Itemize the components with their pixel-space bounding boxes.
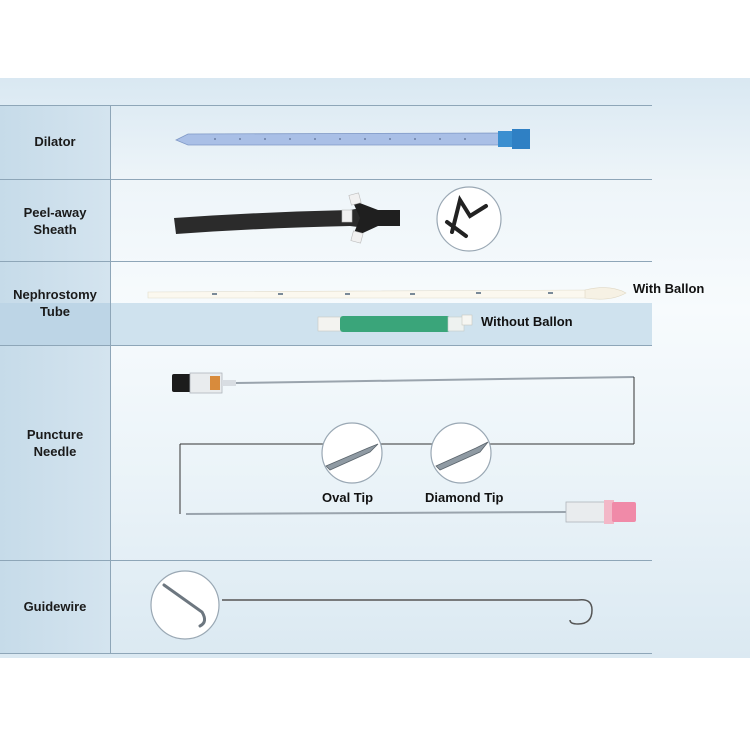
diamond-tip-label: Diamond Tip xyxy=(425,490,504,505)
row-divider xyxy=(0,179,652,180)
column-divider xyxy=(110,105,111,653)
row-divider xyxy=(0,261,652,262)
row-label-nephrostomy-tube: Nephrostomy Tube xyxy=(13,287,97,319)
product-panel xyxy=(0,78,750,658)
row-divider xyxy=(0,560,652,561)
guidewire-image xyxy=(150,570,593,640)
oval-tip-label: Oval Tip xyxy=(322,490,374,505)
nephrostomy-tube-with-balloon-image xyxy=(147,287,627,300)
row-label-peel-away-sheath: Peel-away Sheath xyxy=(23,205,87,237)
row-divider xyxy=(0,345,652,346)
label-column xyxy=(0,105,110,653)
nephrostomy-tube-without-balloon-image xyxy=(317,314,473,332)
oval-tip-detail xyxy=(321,422,383,484)
row-label-dilator: Dilator xyxy=(34,134,76,149)
row-divider xyxy=(0,653,652,654)
diamond-tip-detail xyxy=(430,422,492,484)
with-balloon-label: With Ballon xyxy=(633,281,705,296)
puncture-needle-top-image xyxy=(172,372,635,394)
row-divider xyxy=(0,105,652,106)
row-label-guidewire: Guidewire xyxy=(23,599,87,614)
tube-label-band xyxy=(0,303,110,345)
dilator-image xyxy=(175,129,530,149)
puncture-needle-bottom-image xyxy=(185,500,636,524)
without-balloon-label: Without Ballon xyxy=(481,314,573,329)
peel-away-sheath-image xyxy=(174,186,502,252)
row-label-puncture-needle: Puncture Needle xyxy=(26,427,84,459)
